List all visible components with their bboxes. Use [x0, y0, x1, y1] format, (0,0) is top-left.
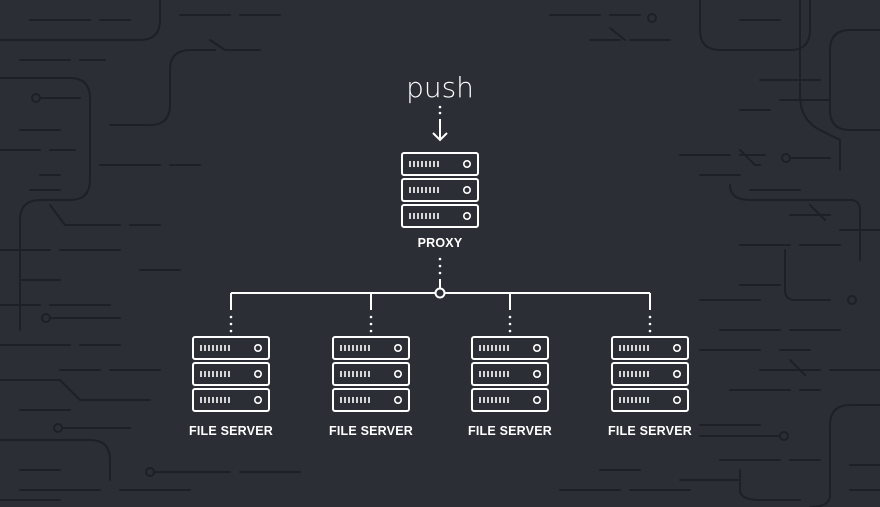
proxy-label: PROXY [418, 236, 463, 250]
proxy-link [438, 257, 442, 288]
file-server-label: FILE SERVER [329, 424, 413, 438]
file-server-icon [192, 336, 270, 412]
server-link [229, 293, 233, 333]
file-server-icon [332, 336, 410, 412]
server-link [648, 293, 652, 333]
push-label: push [406, 71, 474, 104]
hub-node [434, 287, 446, 299]
file-server-label: FILE SERVER [468, 424, 552, 438]
server-link [369, 293, 373, 333]
server-link [508, 293, 512, 333]
file-server-label: FILE SERVER [608, 424, 692, 438]
proxy-server-icon [401, 152, 479, 228]
push-arrow [432, 105, 448, 142]
file-server-label: FILE SERVER [189, 424, 273, 438]
file-server-icon [471, 336, 549, 412]
file-server-icon [611, 336, 689, 412]
